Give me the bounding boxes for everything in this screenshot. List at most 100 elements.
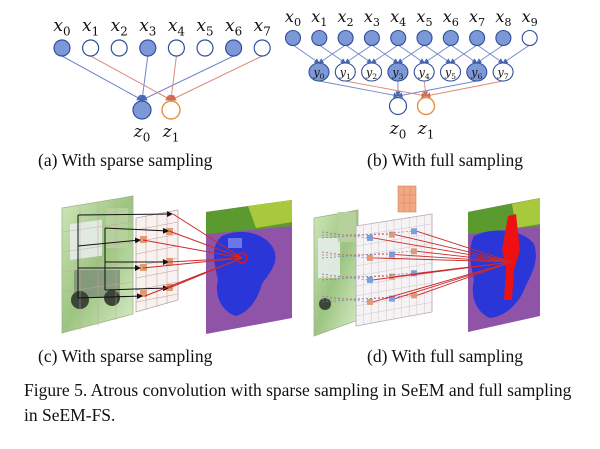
edge-x-to-y bbox=[319, 44, 347, 64]
mid-node bbox=[387, 62, 409, 82]
panel-d-illustration bbox=[313, 185, 540, 337]
sample-cell bbox=[389, 231, 395, 238]
input-node-label: x0 bbox=[53, 16, 70, 38]
dashed-arrow bbox=[321, 294, 412, 303]
input-node-label: x8 bbox=[495, 7, 511, 29]
edge-x-to-y bbox=[397, 44, 425, 64]
input-node bbox=[495, 29, 512, 47]
sample-cell bbox=[367, 298, 373, 305]
red-ray bbox=[394, 254, 513, 263]
panel-c-illustration bbox=[61, 195, 292, 334]
edge-y-to-z0 bbox=[318, 80, 399, 98]
input-node bbox=[284, 29, 302, 47]
input-node bbox=[225, 39, 243, 57]
red-ray bbox=[168, 230, 243, 259]
output-label-z0: z0 bbox=[389, 119, 407, 141]
input-node-label: x6 bbox=[225, 16, 242, 38]
input-node-label: x1 bbox=[311, 7, 327, 29]
panel-b-edges bbox=[292, 44, 530, 98]
input-node bbox=[53, 39, 71, 57]
panel-a-edges bbox=[61, 55, 263, 101]
edge-x-to-y bbox=[450, 44, 478, 64]
mid-node-label: y0 bbox=[312, 66, 324, 81]
mid-node-label: y3 bbox=[391, 66, 403, 81]
input-node bbox=[167, 39, 185, 57]
panel-d-input-photo bbox=[313, 209, 359, 337]
output-label-z1: z1 bbox=[162, 122, 180, 144]
red-ray bbox=[142, 239, 243, 259]
sample-cell bbox=[411, 270, 417, 277]
sample-cell bbox=[389, 273, 395, 280]
input-node bbox=[442, 29, 459, 47]
input-node-label: x3 bbox=[364, 7, 380, 29]
input-node bbox=[253, 39, 271, 57]
edge-to-z0 bbox=[141, 55, 234, 101]
edge-x-to-y bbox=[292, 44, 320, 64]
mid-node-label: y5 bbox=[444, 66, 456, 81]
output-node-z1 bbox=[161, 100, 181, 120]
edge-x-to-y bbox=[371, 44, 399, 64]
mid-node bbox=[361, 62, 383, 82]
sample-cell bbox=[367, 234, 373, 241]
mid-node bbox=[466, 62, 488, 82]
dashed-arrow bbox=[321, 273, 368, 281]
edge-x-to-y bbox=[502, 44, 530, 64]
red-ray bbox=[416, 250, 513, 263]
dashed-arrow bbox=[321, 230, 412, 239]
input-node-label: x2 bbox=[111, 16, 128, 38]
input-node-label: x2 bbox=[338, 7, 354, 29]
input-node-label: x6 bbox=[443, 7, 459, 29]
edge-y-to-z1 bbox=[425, 80, 504, 98]
input-node-label: x5 bbox=[416, 7, 432, 29]
input-node bbox=[311, 29, 328, 47]
input-node bbox=[521, 29, 538, 47]
panel-c-feature-grid bbox=[135, 209, 179, 313]
sample-cell bbox=[411, 248, 417, 255]
red-ray bbox=[168, 257, 243, 289]
dashed-arrow bbox=[321, 295, 368, 303]
red-ray bbox=[372, 261, 513, 303]
sample-cell bbox=[367, 276, 373, 283]
mid-node bbox=[439, 62, 462, 82]
output-node-z0 bbox=[388, 96, 408, 116]
input-node bbox=[469, 29, 486, 47]
output-label-z0: z0 bbox=[133, 122, 151, 144]
input-node-label: x7 bbox=[469, 7, 485, 29]
input-node bbox=[416, 29, 433, 47]
dashed-arrow bbox=[321, 272, 412, 281]
edge-x-to-y bbox=[345, 44, 373, 64]
edge-y-to-z1 bbox=[422, 80, 429, 97]
sample-cell bbox=[389, 251, 395, 258]
mid-node bbox=[492, 62, 514, 82]
red-ray bbox=[372, 237, 513, 263]
edge-to-z1 bbox=[90, 55, 172, 101]
input-node bbox=[81, 39, 100, 57]
edge-to-z0 bbox=[61, 55, 143, 101]
input-node-label: x4 bbox=[168, 16, 185, 38]
panel-d-segmentation-map bbox=[468, 198, 540, 332]
mid-node bbox=[334, 62, 356, 82]
sample-cell bbox=[411, 228, 417, 235]
red-ray bbox=[168, 257, 243, 263]
output-node-z1 bbox=[416, 96, 436, 116]
edge-to-z1 bbox=[168, 55, 177, 101]
input-node bbox=[196, 39, 214, 57]
caption-c: (c) With sparse sampling bbox=[38, 346, 213, 366]
input-node bbox=[110, 39, 128, 57]
panel-d-sampling-arrows bbox=[321, 230, 412, 303]
input-node bbox=[363, 29, 380, 47]
panel-d-kernel-patch bbox=[397, 185, 417, 213]
input-node-label: x5 bbox=[196, 16, 213, 38]
dashed-arrow bbox=[321, 251, 368, 259]
sample-cell bbox=[389, 295, 395, 302]
edge-to-z0 bbox=[139, 55, 149, 101]
mid-node-label: y4 bbox=[418, 66, 430, 81]
panel-a-output-nodes: z0 z1 bbox=[132, 100, 181, 144]
input-node-label: x7 bbox=[254, 16, 271, 38]
